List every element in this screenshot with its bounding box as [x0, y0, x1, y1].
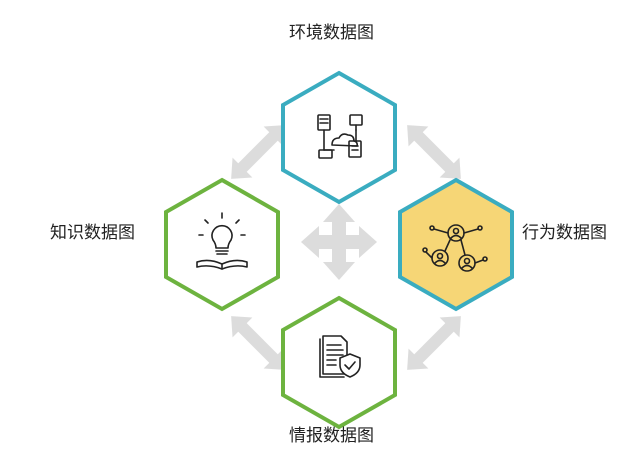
label-bottom: 情报数据图	[289, 426, 374, 446]
arrow-top-right	[407, 125, 461, 179]
arrow-bottom-right	[407, 316, 461, 370]
label-right: 行为数据图	[522, 223, 607, 243]
document-shield-icon	[319, 335, 361, 378]
hexagon-knowledge	[164, 177, 280, 312]
hexagon-behavior	[398, 177, 514, 312]
arrow-bottom-left	[231, 316, 285, 370]
cloud-network-icon	[317, 114, 363, 159]
lightbulb-book-icon	[196, 212, 248, 270]
hexagon-intelligence	[281, 295, 397, 430]
hexagon-environment	[281, 70, 397, 205]
label-top: 环境数据图	[289, 23, 374, 43]
people-network-icon	[422, 224, 488, 272]
arrow-top-left	[231, 125, 285, 179]
label-left: 知识数据图	[50, 223, 135, 243]
connector-arrows	[231, 125, 461, 370]
center-cross-arrow	[301, 204, 377, 280]
